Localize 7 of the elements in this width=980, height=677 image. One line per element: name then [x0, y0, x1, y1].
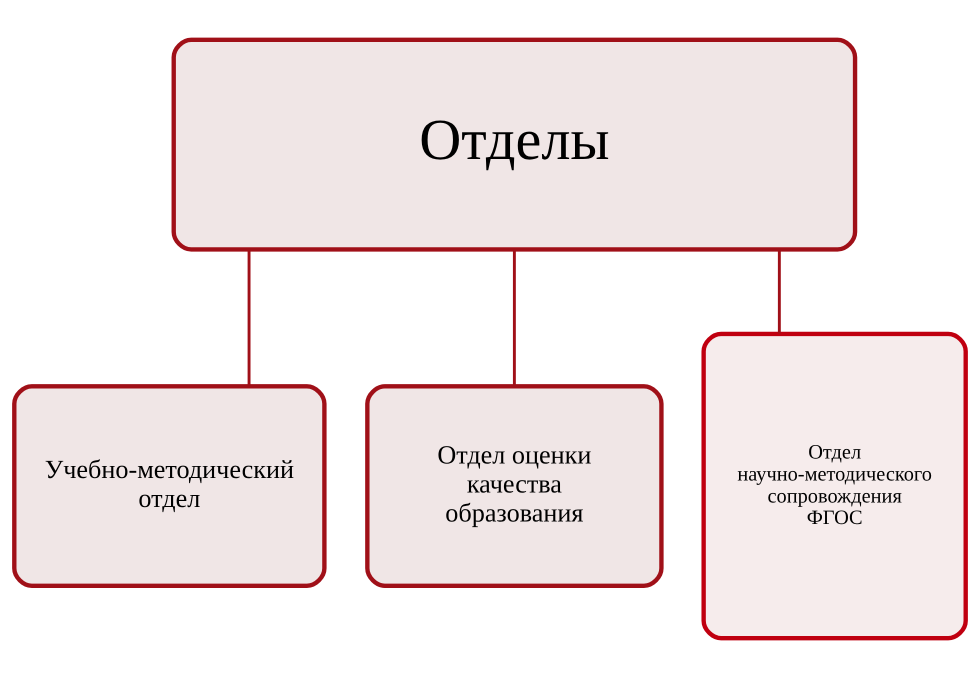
connector [512, 249, 516, 386]
connector [778, 249, 781, 333]
node-box: Учебно-методический отдел [12, 384, 327, 588]
node-box: Отдел оценки качества образования [365, 384, 664, 588]
node-box: Отделы [172, 37, 858, 252]
connector [248, 249, 251, 386]
node-box: Отдел научно-методического сопровождения ФГОС [701, 331, 968, 640]
